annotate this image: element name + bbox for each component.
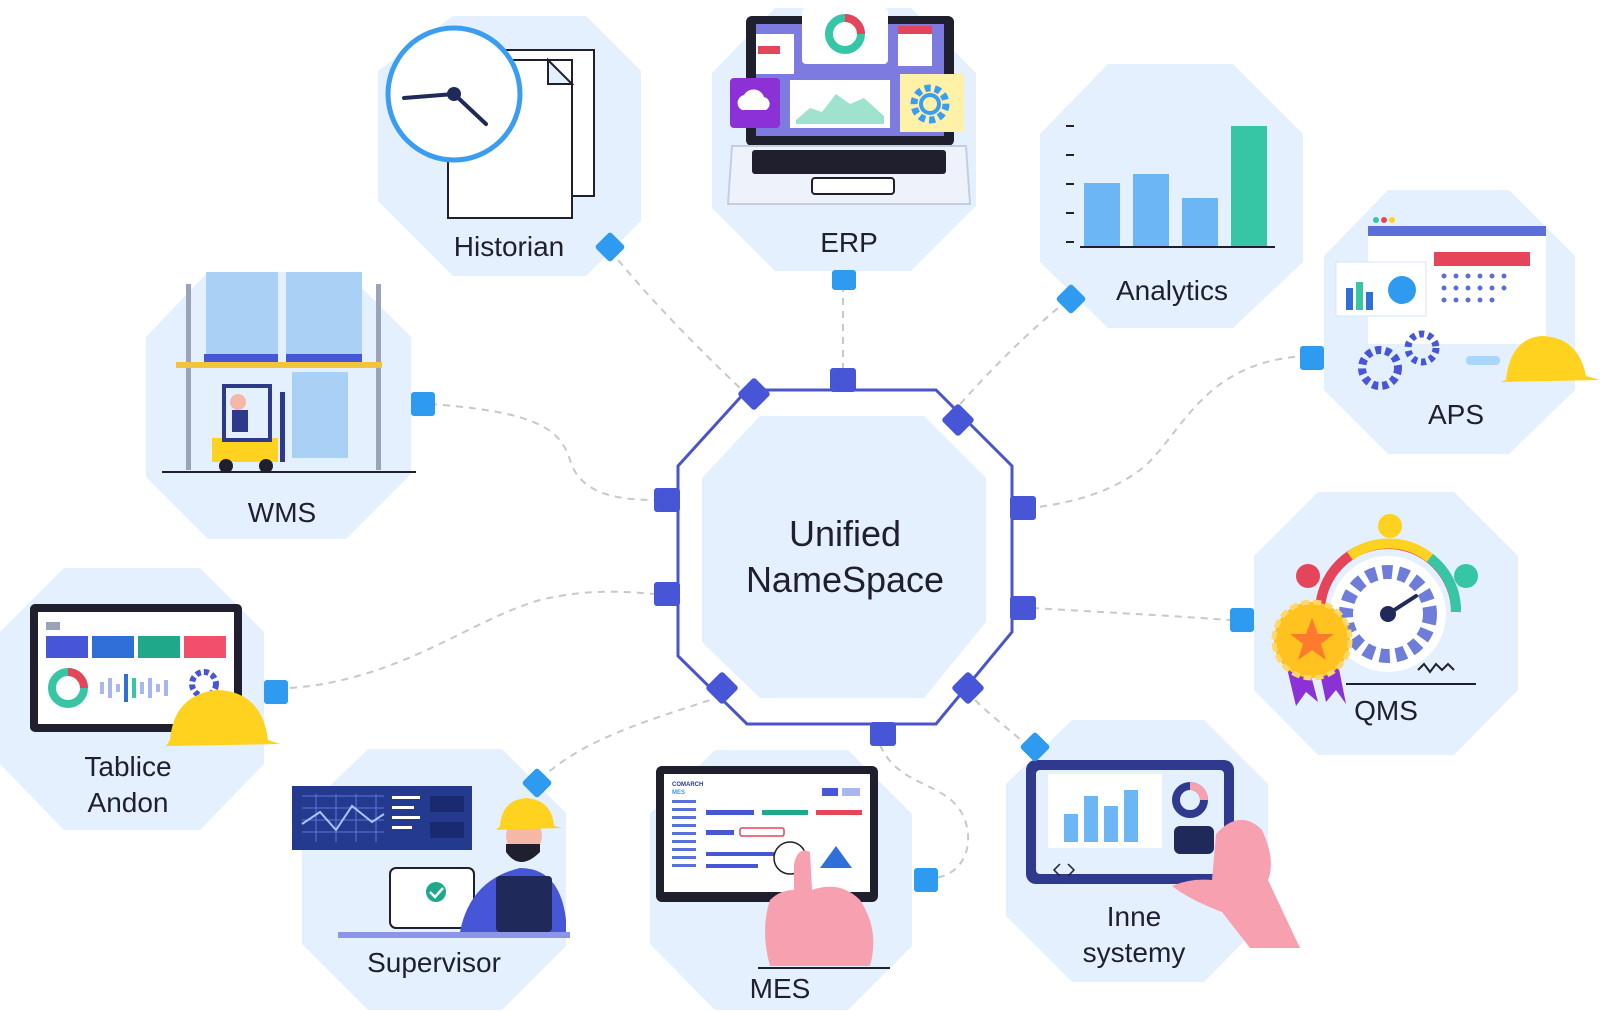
port-bottom (870, 722, 896, 746)
happy-face-icon (1296, 564, 1320, 588)
analytics-bar-4 (1231, 126, 1267, 246)
node-erp: ERP (712, 8, 976, 290)
qms-connector (1230, 608, 1254, 632)
supervisor-connector (522, 768, 552, 798)
historian-connector (595, 232, 625, 262)
hard-hat-icon (166, 690, 280, 746)
line-analytics (954, 299, 1069, 411)
image-icon (820, 846, 852, 868)
erp-label: ERP (820, 227, 878, 258)
node-mes: COMARCH MES MES (650, 750, 938, 1010)
center-octagon-inner (702, 416, 986, 698)
line-andon (289, 590, 656, 689)
inne-label-line1: Inne (1107, 901, 1162, 932)
center-hub: Unified NameSpace (654, 368, 1036, 746)
andon-board-icon (30, 604, 280, 746)
port-left-2 (654, 582, 680, 606)
port-tl (738, 378, 770, 410)
gear-icon (1404, 330, 1440, 366)
aps-connector (1300, 346, 1324, 370)
line-aps (1031, 355, 1309, 509)
clock-icon (385, 25, 523, 163)
analytics-bar-1 (1084, 183, 1120, 246)
port-br (952, 672, 984, 704)
andon-tile-lightblue (92, 636, 134, 658)
hand-pointer-icon (765, 850, 874, 966)
andon-tile-blue (46, 636, 88, 658)
center-title-line1: Unified (789, 513, 901, 554)
line-inne (974, 699, 1031, 749)
warehouse-icon (162, 272, 416, 473)
port-top (830, 368, 856, 392)
supervisor-icon (292, 786, 570, 938)
node-analytics: Analytics (1040, 64, 1303, 328)
gear-icon (1358, 346, 1402, 390)
tablet-icon: COMARCH MES (656, 766, 890, 969)
bar-chart-icon (1066, 125, 1275, 248)
port-tr (942, 404, 974, 436)
gear-icon (910, 84, 950, 124)
hand-icon (1172, 819, 1300, 948)
document-fold (547, 57, 575, 85)
port-bl (706, 672, 738, 704)
andon-tile-teal (138, 636, 180, 658)
hard-hat-icon (1500, 336, 1600, 382)
aps-dashboard-icon (1335, 217, 1600, 390)
aps-label: APS (1428, 399, 1484, 430)
andon-connector (264, 680, 288, 704)
node-supervisor: Supervisor (292, 749, 570, 1010)
node-andon: Tablice Andon (0, 568, 288, 830)
inne-label-line2: systemy (1083, 937, 1186, 968)
port-left-1 (654, 488, 680, 512)
mes-screen-brand-1: COMARCH (672, 782, 703, 788)
center-title-line2: NameSpace (746, 559, 944, 600)
neutral-face-icon (1378, 514, 1402, 538)
node-wms: WMS (146, 272, 435, 539)
wms-connector (411, 392, 435, 416)
center-ports (654, 368, 1036, 746)
sad-face-icon (1454, 564, 1478, 588)
line-historian (609, 249, 741, 389)
check-icon (426, 882, 446, 902)
laptop-icon (726, 8, 972, 205)
andon-tile-red (184, 636, 226, 658)
mes-label: MES (750, 973, 811, 1004)
qms-label: QMS (1354, 695, 1418, 726)
erp-connector (832, 270, 856, 290)
andon-label-line2: Andon (88, 787, 169, 818)
node-qms: QMS (1230, 492, 1518, 755)
forklift-icon (212, 384, 285, 473)
gear-icon (1339, 565, 1437, 663)
hard-hat-icon (496, 798, 562, 830)
andon-label-line1: Tablice (84, 751, 171, 782)
historian-label: Historian (454, 231, 564, 262)
tablet-hand-icon (1026, 760, 1300, 948)
supervisor-label: Supervisor (367, 947, 501, 978)
wms-label: WMS (248, 497, 316, 528)
node-aps: APS (1300, 190, 1600, 454)
port-right-1 (1010, 496, 1036, 520)
analytics-bar-3 (1182, 198, 1218, 246)
mes-screen-brand-2: MES (672, 790, 685, 796)
node-historian: Historian (378, 16, 641, 276)
analytics-connector (1056, 284, 1086, 314)
port-right-2 (1010, 596, 1036, 620)
quality-gauge-icon (1271, 514, 1478, 706)
line-qms (1031, 607, 1231, 621)
analytics-bar-2 (1133, 174, 1169, 246)
analytics-label: Analytics (1116, 275, 1228, 306)
inne-connector (1020, 732, 1050, 762)
line-wms (429, 403, 656, 501)
line-supervisor (539, 699, 711, 781)
mes-connector (914, 868, 938, 892)
node-inne-systemy: Inne systemy (1006, 720, 1300, 982)
